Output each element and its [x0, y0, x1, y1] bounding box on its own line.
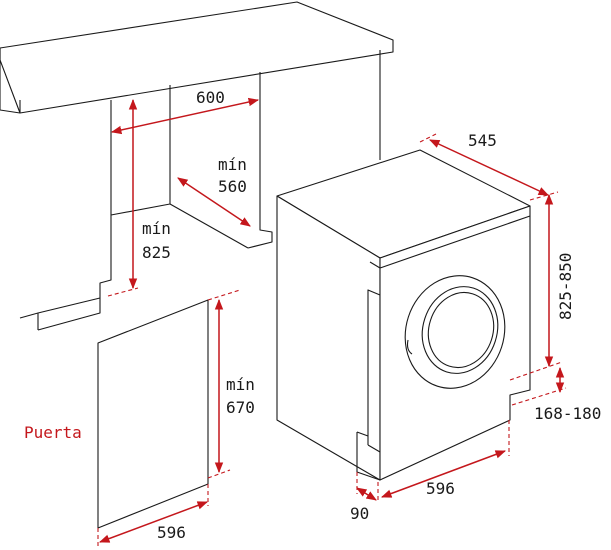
label-cabinet-depth-prefix: mín — [218, 155, 247, 174]
label-feet-height: 168-180 — [534, 404, 601, 423]
label-door-name: Puerta — [24, 423, 82, 442]
label-door-height-value: 670 — [226, 398, 255, 417]
label-cabinet-height-prefix: mín — [142, 219, 171, 238]
label-door-height-prefix: mín — [226, 375, 255, 394]
dimension-feet-height — [511, 366, 567, 406]
label-cabinet-height-value: 825 — [142, 243, 171, 262]
dimension-plinth-depth — [356, 472, 377, 501]
label-appliance-depth: 545 — [468, 131, 497, 150]
label-cabinet-width: 600 — [196, 88, 225, 107]
label-appliance-width: 596 — [426, 479, 455, 498]
dimension-door-width — [97, 484, 209, 548]
dimension-cabinet-depth — [177, 177, 251, 227]
porthole-door-icon — [404, 275, 506, 389]
label-appliance-height: 825-850 — [556, 253, 575, 320]
dimension-cabinet-width — [110, 97, 260, 135]
door-panel — [97, 299, 209, 529]
label-cabinet-depth-value: 560 — [218, 177, 247, 196]
dimension-appliance-width — [377, 420, 510, 502]
dimension-door-height — [207, 289, 241, 479]
dimension-appliance-depth — [419, 133, 549, 196]
washing-machine — [276, 149, 531, 481]
label-door-width: 596 — [157, 523, 186, 542]
dimension-cabinet-height — [107, 98, 139, 297]
dimension-appliance-height — [509, 191, 563, 381]
countertop — [0, 1, 394, 114]
label-plinth-depth: 90 — [350, 504, 369, 523]
